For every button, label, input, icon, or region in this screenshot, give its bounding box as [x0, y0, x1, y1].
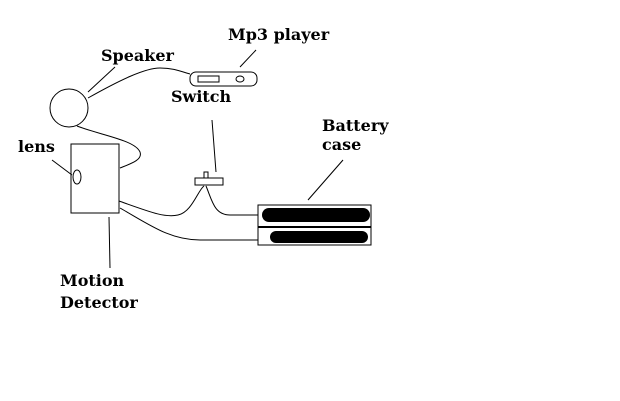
mp3-screen — [197, 75, 220, 83]
mp3-player — [189, 71, 258, 87]
speaker — [49, 88, 89, 128]
lens — [72, 169, 82, 185]
wire-detector-battery — [119, 207, 258, 241]
battery-divider — [258, 226, 371, 228]
battery-bottom — [270, 231, 368, 243]
motion-detector-label-2: Detector — [60, 293, 138, 312]
speaker-label: Speaker — [101, 46, 175, 65]
wire-speaker-mp3 — [87, 67, 191, 99]
lens-label: lens — [18, 137, 55, 156]
mp3-button — [235, 75, 245, 83]
lens-leader — [51, 159, 73, 176]
switch-leader — [211, 119, 217, 173]
motion-detector-label-1: Motion — [60, 271, 125, 290]
motion-detector-leader — [108, 216, 111, 269]
mp3-player-label: Mp3 player — [228, 25, 330, 44]
speaker-leader — [87, 66, 116, 93]
switch — [194, 177, 224, 186]
wire-switch-battery — [205, 185, 258, 216]
battery-case-leader — [307, 159, 344, 201]
wire-speaker-detector — [76, 125, 141, 169]
battery-case-label-1: Battery — [322, 116, 389, 135]
battery-case — [257, 204, 372, 246]
switch-label: Switch — [171, 87, 232, 106]
switch-nub — [203, 171, 209, 179]
wire-detector-switch — [118, 185, 205, 217]
motion-detector — [70, 143, 120, 214]
mp3-leader — [239, 49, 257, 68]
battery-top — [262, 208, 370, 222]
battery-case-label-2: case — [322, 135, 361, 154]
